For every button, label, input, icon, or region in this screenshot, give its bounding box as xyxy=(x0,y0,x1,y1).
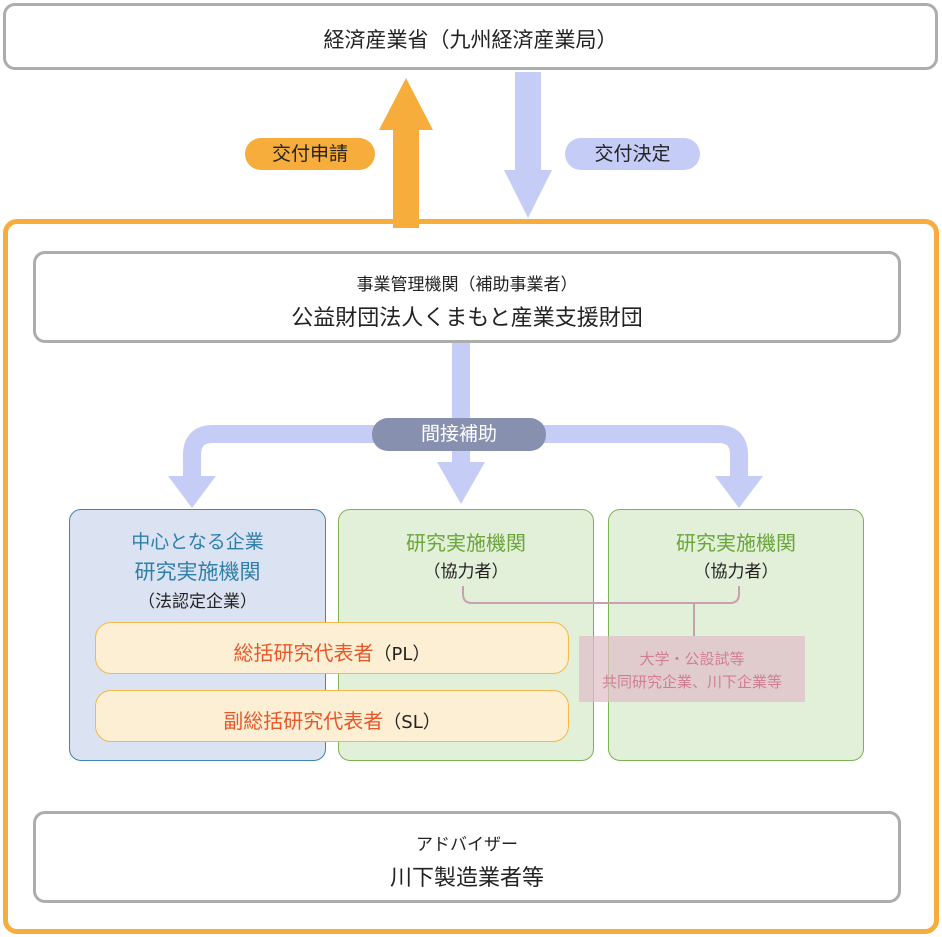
sl-suffix: （SL） xyxy=(383,712,441,733)
right-arrowhead xyxy=(715,476,763,508)
partner-org-title-2: 研究実施機関 xyxy=(676,531,796,555)
core-org-line1: 中心となる企業 xyxy=(131,531,264,553)
partner-org-subtitle-1: （協力者） xyxy=(423,562,509,582)
decision-arrow xyxy=(504,72,552,218)
collaborators-note: 大学・公設試等 共同研究企業、川下企業等 xyxy=(579,636,805,702)
ministry-box: 経済産業省（九州経済産業局） xyxy=(3,3,938,70)
pl-name: 総括研究代表者 xyxy=(233,641,374,665)
ministry-label: 経済産業省（九州経済産業局） xyxy=(323,28,618,52)
partner-org-title-1: 研究実施機関 xyxy=(406,531,526,555)
decision-pill: 交付決定 xyxy=(565,138,700,170)
indirect-subsidy-pill: 間接補助 xyxy=(372,418,546,451)
pl-role: 総括研究代表者（PL） xyxy=(95,622,569,674)
adviser-name: 川下製造業者等 xyxy=(389,866,544,891)
management-box: 事業管理機関（補助事業者） 公益財団法人くまもと産業支援財団 xyxy=(33,251,901,343)
sl-name: 副総括研究代表者 xyxy=(223,709,384,733)
management-caption: 事業管理機関（補助事業者） xyxy=(356,275,578,295)
pl-suffix: （PL） xyxy=(373,644,431,665)
center-arrowhead xyxy=(437,462,485,504)
application-pill: 交付申請 xyxy=(245,138,375,170)
management-name: 公益財団法人くまもと産業支援財団 xyxy=(291,306,643,331)
project-frame xyxy=(3,219,939,934)
application-arrow xyxy=(379,78,433,228)
left-arrowhead xyxy=(168,476,216,508)
partner-org-box-2: 研究実施機関 （協力者） xyxy=(608,509,864,761)
core-org-line3: （法認定企業） xyxy=(138,592,257,612)
sl-role: 副総括研究代表者（SL） xyxy=(95,690,569,742)
core-org-line2: 研究実施機関 xyxy=(134,560,261,584)
adviser-caption: アドバイザー xyxy=(416,835,518,855)
collaborators-line2: 共同研究企業、川下企業等 xyxy=(601,673,782,691)
partner-org-subtitle-2: （協力者） xyxy=(693,562,779,582)
adviser-box: アドバイザー 川下製造業者等 xyxy=(33,811,901,903)
collaborators-line1: 大学・公設試等 xyxy=(639,650,745,668)
